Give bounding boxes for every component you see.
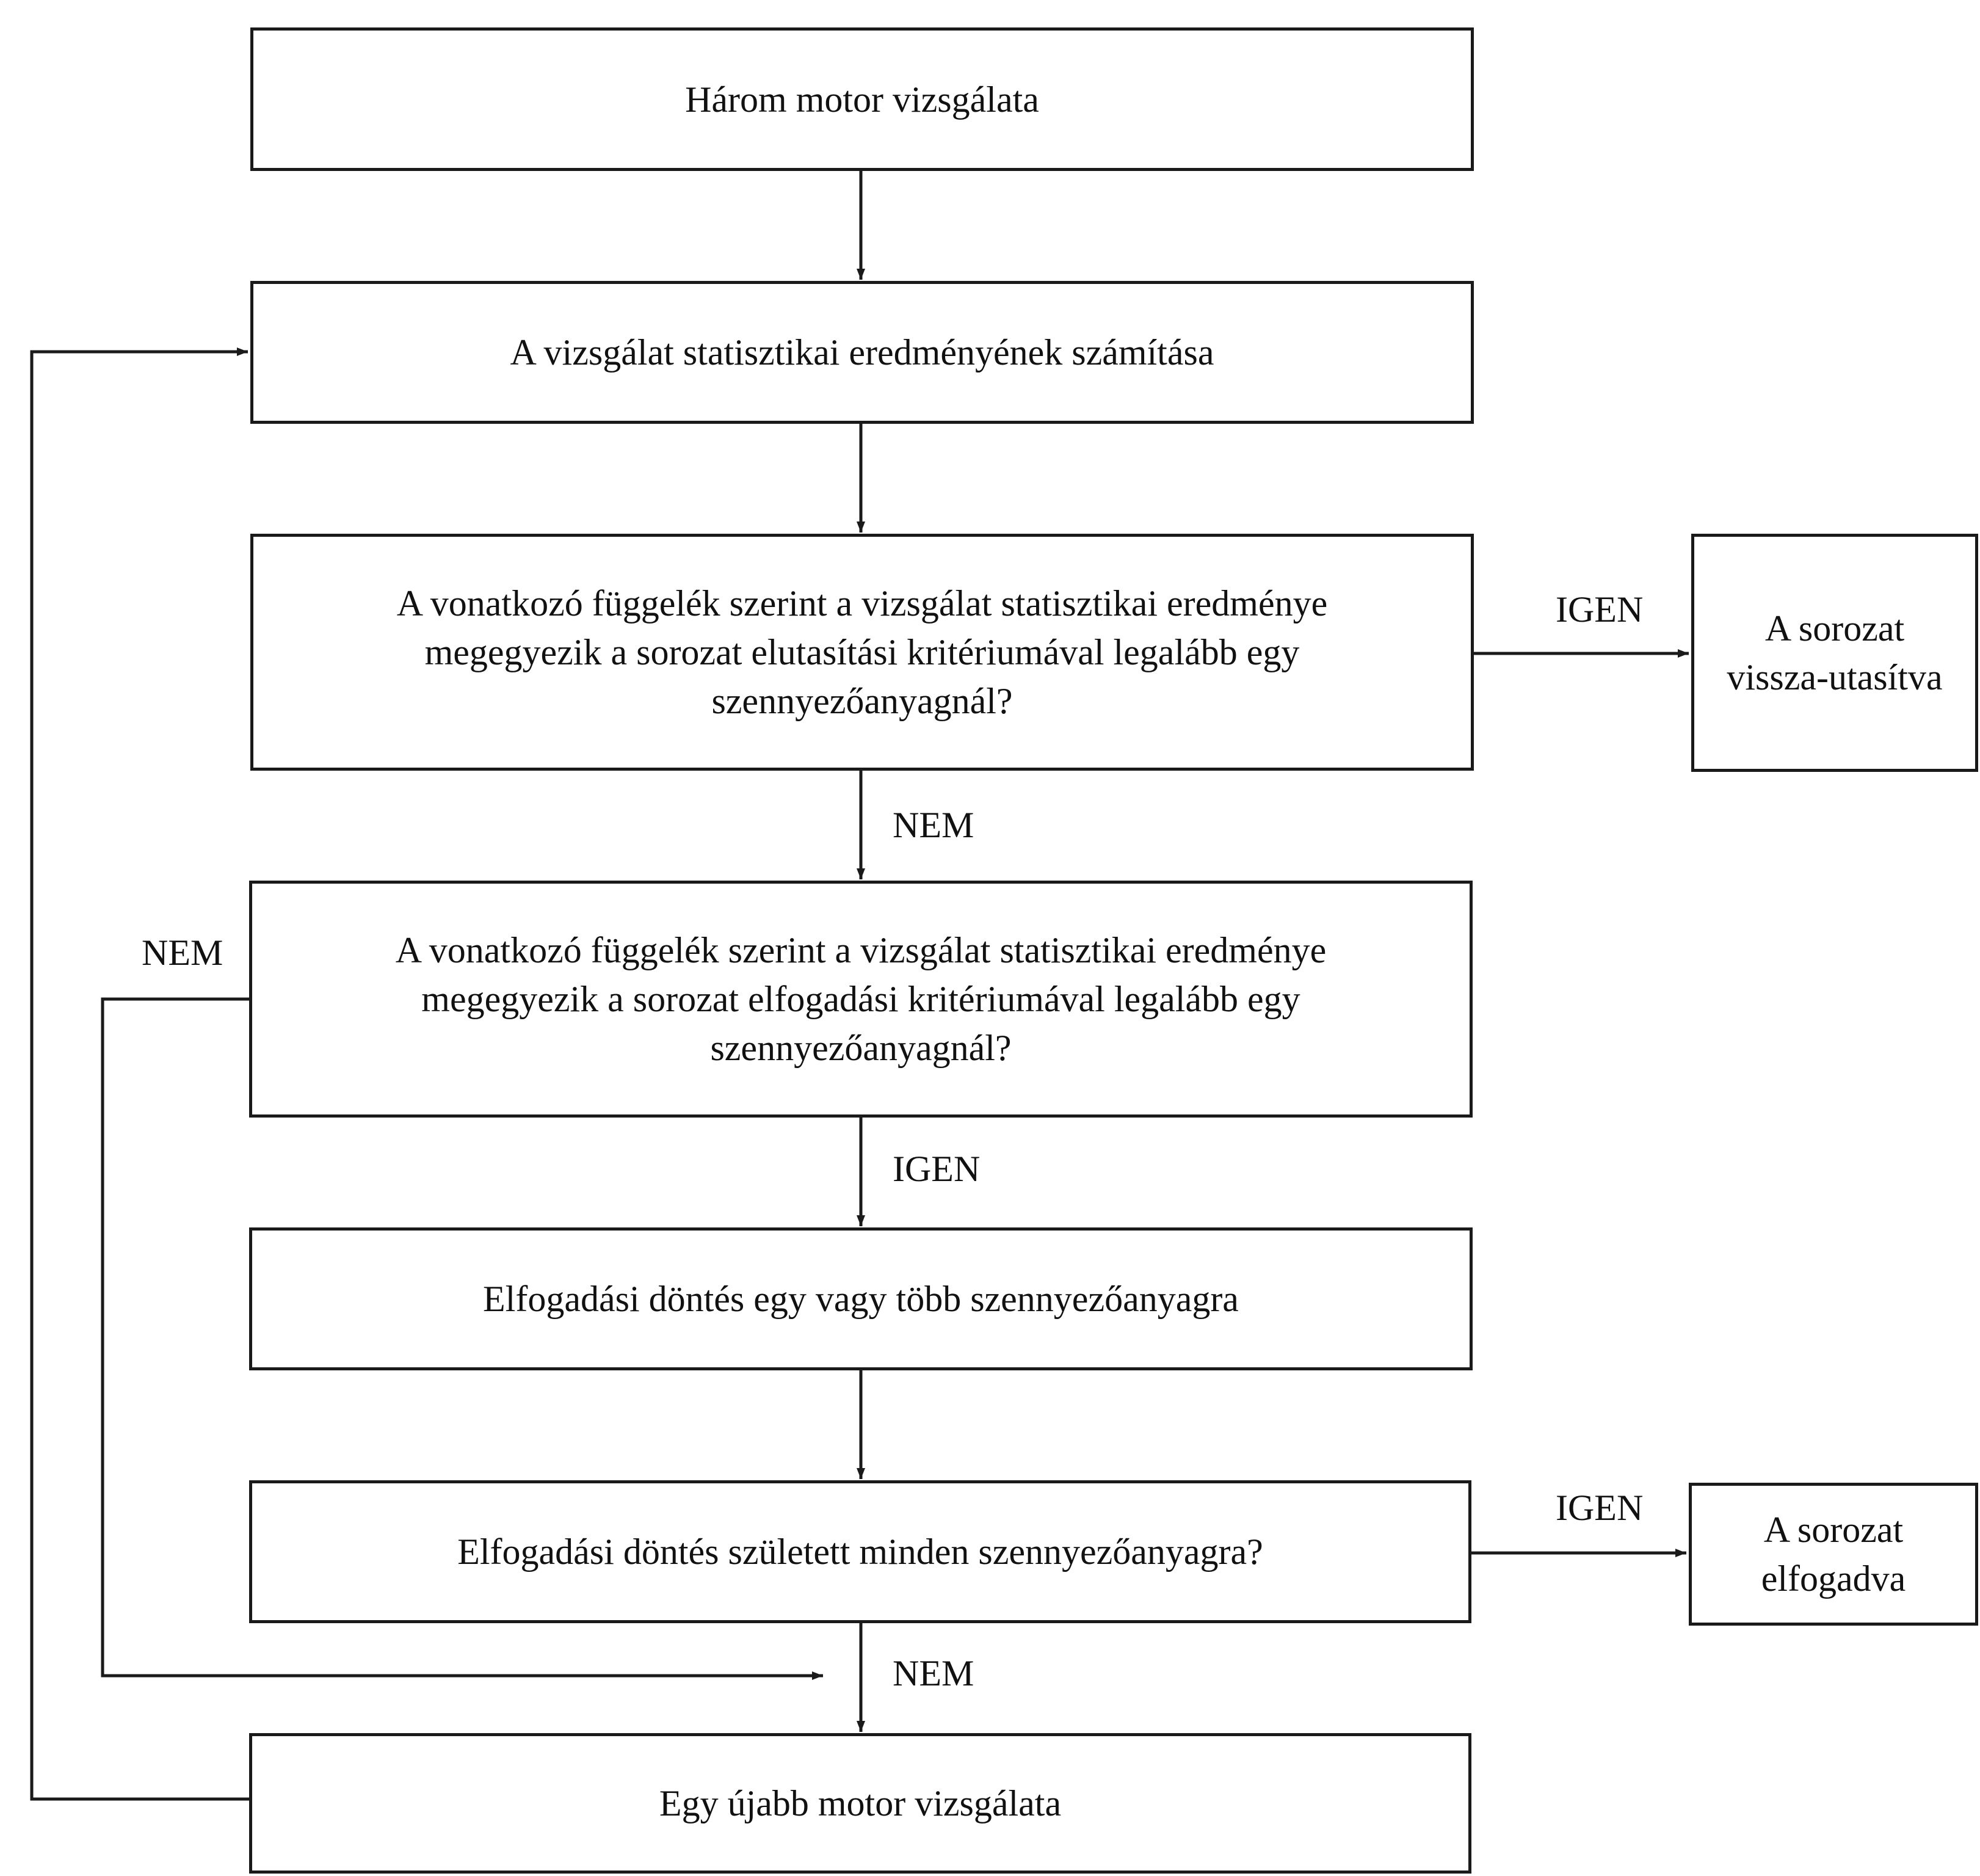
arrow-b7-loop-to-b2 [30, 347, 249, 1801]
label-igen-acceptance: IGEN [893, 1149, 981, 1189]
label-igen-accepted: IGEN [1556, 1488, 1644, 1528]
box-statistic-calculation: A vizsgálat statisztikai eredményének sz… [250, 281, 1474, 424]
box-additional-engine-test: Egy újabb motor vizsgálata [249, 1733, 1471, 1874]
box-acceptance-decision: Elfogadási döntés egy vagy több szennyez… [249, 1227, 1473, 1370]
box-three-engines-test: Három motor vizsgálata [250, 27, 1474, 171]
label-nem-rejection: NEM [893, 805, 974, 845]
arrow-b4-nem-loop [101, 997, 823, 1680]
label-nem-acceptance: NEM [142, 933, 223, 973]
box-series-accepted: A sorozat elfogadva [1689, 1483, 1978, 1626]
label-igen-rejected: IGEN [1556, 589, 1644, 630]
box-acceptance-criterion-question: A vonatkozó függelék szerint a vizsgálat… [249, 881, 1473, 1118]
label-nem-all-decided: NEM [893, 1653, 974, 1693]
box-series-rejected: A sorozat vissza-utasítva [1691, 534, 1978, 772]
box-rejection-criterion-question: A vonatkozó függelék szerint a vizsgálat… [250, 534, 1474, 771]
box-all-pollutants-decided-question: Elfogadási döntés született minden szenn… [249, 1480, 1471, 1623]
